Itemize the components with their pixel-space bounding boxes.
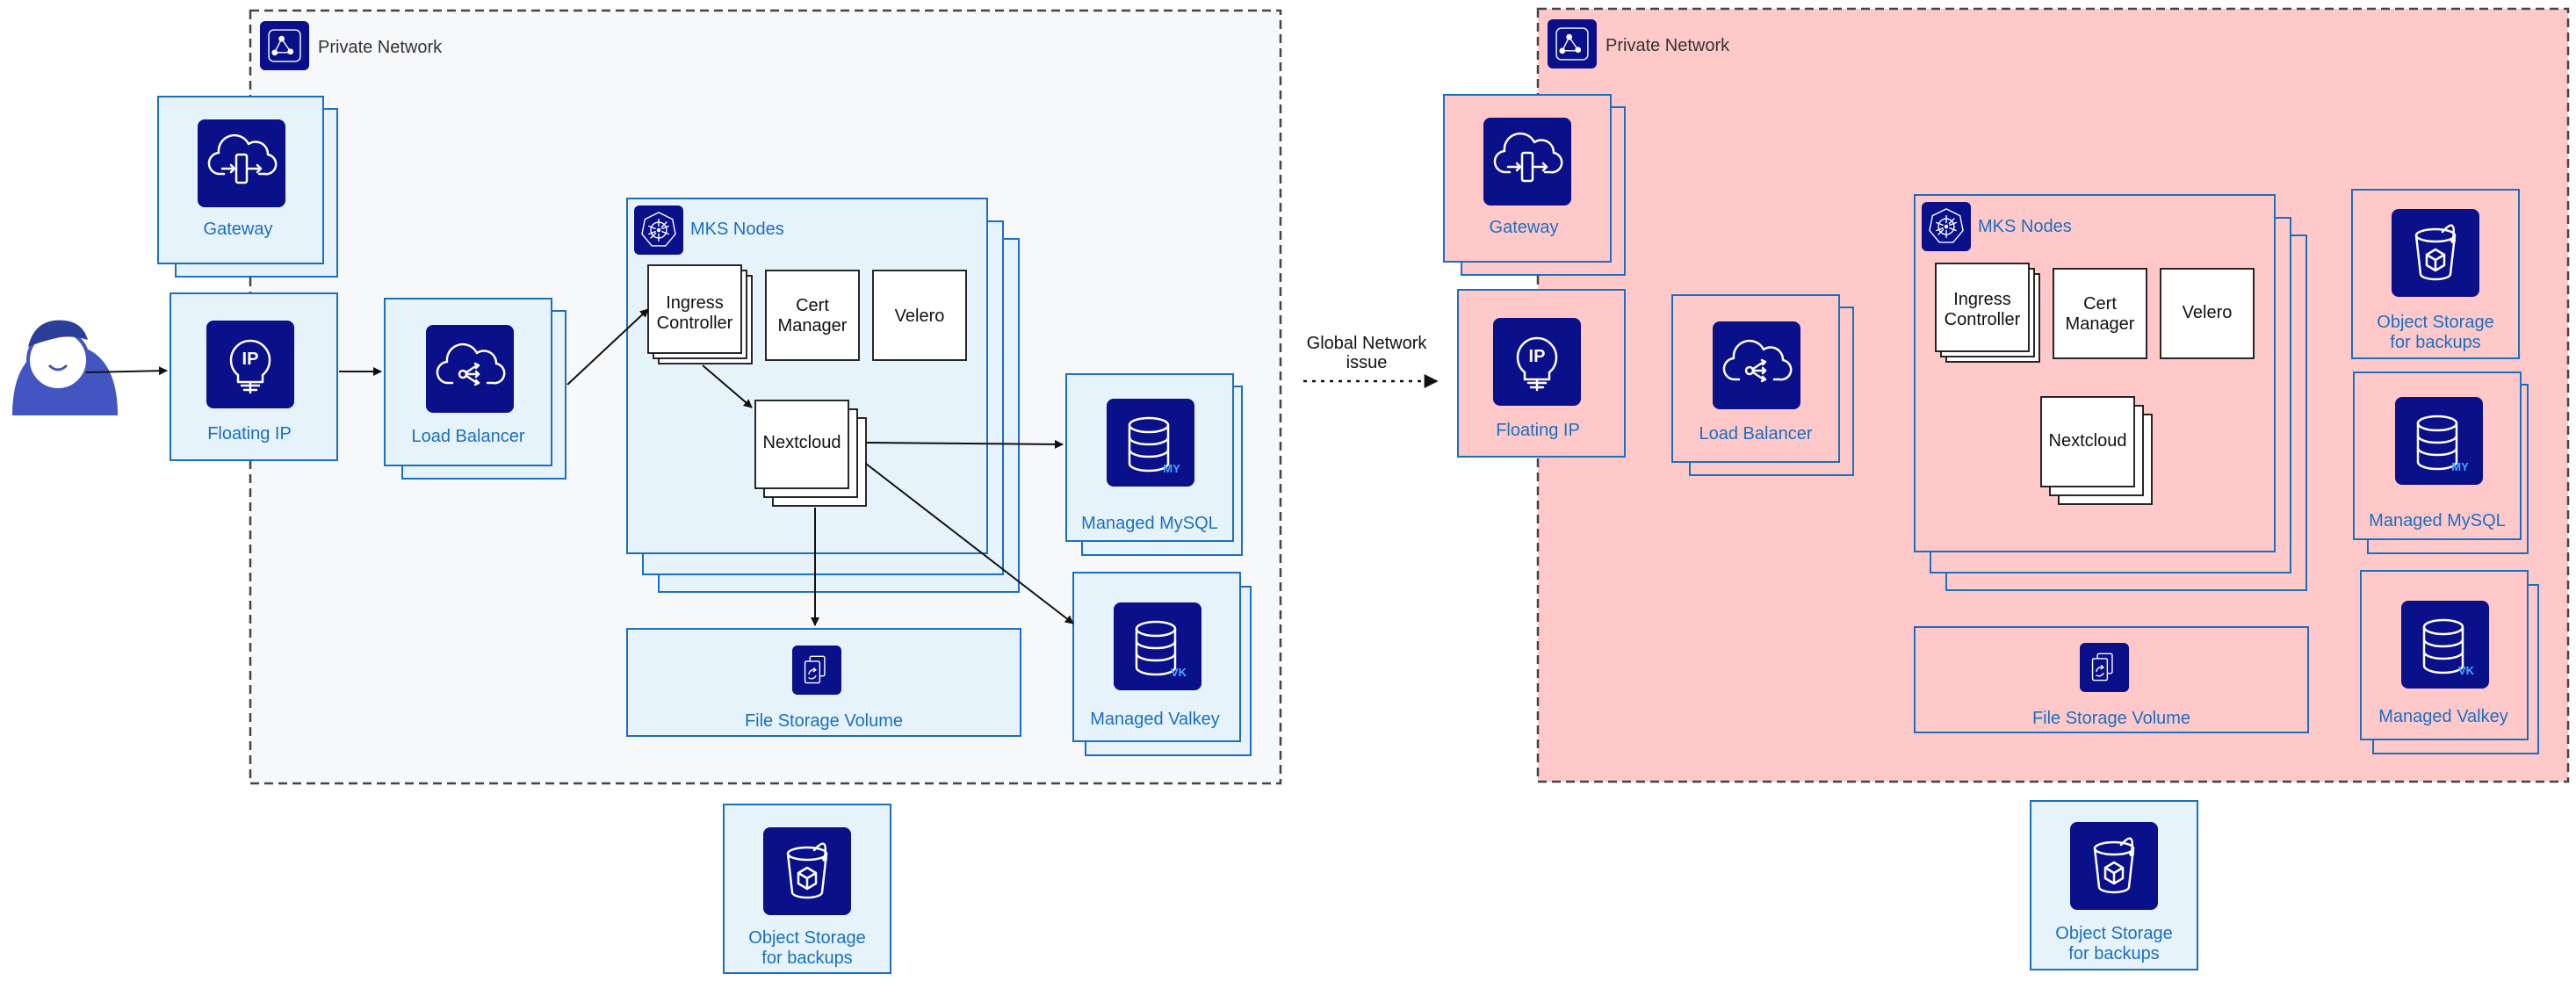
database-vk-icon: VK <box>1114 602 1201 690</box>
gateway-box[interactable]: Gateway <box>157 96 338 278</box>
floating-ip-box[interactable]: Floating IP <box>170 292 338 461</box>
floating-ip-box[interactable]: Floating IP <box>1457 289 1626 458</box>
managed-mysql-label: Managed MySQL <box>1081 514 1218 533</box>
cert-label-line2: Manager <box>778 316 848 335</box>
left-scene: Private Network Gateway Floating <box>12 9 1282 974</box>
gateway-label: Gateway <box>204 220 273 239</box>
gateway-label: Gateway <box>1490 218 1559 237</box>
nextcloud-label: Nextcloud <box>2049 431 2127 451</box>
arrow-nextcloud-to-valkey <box>865 463 1074 624</box>
floating-ip-label: Floating IP <box>207 424 292 444</box>
velero-box[interactable]: Velero <box>2160 268 2255 359</box>
object-storage-label-line2: for backups <box>761 949 852 968</box>
issue-label-line2: issue <box>1346 353 1388 372</box>
file-storage-volume-box[interactable]: File Storage Volume <box>1914 626 2309 733</box>
load-balancer-label: Load Balancer <box>412 427 525 446</box>
load-balancer-label: Load Balancer <box>1699 424 1813 444</box>
cert-manager-box[interactable]: Cert Manager <box>765 270 860 361</box>
kubernetes-wheel-icon <box>634 206 683 255</box>
object-storage-box[interactable]: Object Storage for backups <box>2030 800 2198 970</box>
private-network-label: Private Network <box>1605 36 1730 55</box>
svg-text:MY: MY <box>1163 462 1180 475</box>
object-storage-box[interactable]: Object Storage for backups <box>723 804 891 974</box>
nextcloud-box[interactable]: Nextcloud <box>754 400 867 507</box>
bucket-icon <box>2392 209 2479 297</box>
file-copy-icon <box>792 646 841 695</box>
svg-text:VK: VK <box>1171 666 1187 679</box>
nextcloud-label: Nextcloud <box>763 433 841 452</box>
object-storage-inner-label-line2: for backups <box>2390 333 2480 352</box>
bucket-icon <box>2070 822 2158 910</box>
gateway-box[interactable]: Gateway <box>1443 94 1626 276</box>
ingress-label-line2: Controller <box>657 314 733 333</box>
issue-label-line1: Global Network <box>1307 334 1428 353</box>
object-storage-inner-label-line1: Object Storage <box>2377 313 2493 332</box>
global-network-issue: Global Network issue <box>1303 334 1439 388</box>
arrow-ingress-to-nextcloud <box>702 364 753 408</box>
cert-label-line1: Cert <box>796 296 829 315</box>
managed-valkey-label: Managed Valkey <box>1090 710 1220 729</box>
cert-manager-box[interactable]: Cert Manager <box>2053 268 2147 359</box>
database-my-icon: MY <box>2395 397 2483 485</box>
managed-valkey-box[interactable]: VK Managed Valkey <box>1072 572 1252 756</box>
managed-mysql-label: Managed MySQL <box>2369 511 2506 530</box>
cert-label-line1: Cert <box>2083 294 2117 314</box>
cloud-gateway-icon <box>1483 118 1571 206</box>
file-storage-volume-box[interactable]: File Storage Volume <box>626 628 1021 737</box>
cloud-balancer-icon <box>426 325 514 413</box>
connectors-left <box>85 308 1074 626</box>
database-vk-icon: VK <box>2401 601 2489 689</box>
right-scene: Private Network Gateway Floating IP <box>1443 7 2570 970</box>
arrow-nextcloud-to-mysql <box>865 439 1064 449</box>
ip-bulb-icon <box>206 321 294 408</box>
managed-valkey-label: Managed Valkey <box>2378 707 2508 726</box>
object-storage-label-line1: Object Storage <box>2055 924 2172 943</box>
nextcloud-box[interactable]: Nextcloud <box>2040 396 2153 505</box>
file-storage-label: File Storage Volume <box>2032 709 2190 728</box>
svg-text:VK: VK <box>2458 664 2475 677</box>
floating-ip-label: Floating IP <box>1496 421 1580 440</box>
private-network-label: Private Network <box>318 38 443 57</box>
ingress-controller-box[interactable]: Ingress Controller <box>647 264 753 364</box>
load-balancer-box[interactable]: Load Balancer <box>384 298 566 480</box>
velero-label: Velero <box>895 307 945 326</box>
velero-box[interactable]: Velero <box>872 270 967 361</box>
object-storage-inner-box[interactable]: Object Storage for backups <box>2351 189 2520 359</box>
mks-nodes-cluster[interactable]: MKS Nodes <box>626 198 1020 593</box>
load-balancer-box[interactable]: Load Balancer <box>1671 294 1854 476</box>
ingress-controller-box[interactable]: Ingress Controller <box>1935 263 2040 363</box>
cloud-balancer-icon <box>1713 321 1800 409</box>
mks-nodes-label: MKS Nodes <box>690 220 784 239</box>
managed-mysql-box[interactable]: MY Managed MySQL <box>1065 373 1243 556</box>
ingress-label-line1: Ingress <box>1953 290 2011 309</box>
user-avatar-icon <box>12 320 118 415</box>
cloud-gateway-icon <box>198 119 285 207</box>
file-copy-icon <box>2080 643 2129 692</box>
arrow-user-to-floating-ip <box>85 366 168 376</box>
object-storage-label-line1: Object Storage <box>748 928 865 948</box>
svg-text:MY: MY <box>2451 460 2469 473</box>
ip-bulb-icon <box>1493 318 1581 406</box>
kubernetes-wheel-icon <box>1922 202 1971 251</box>
ingress-label-line1: Ingress <box>666 293 724 313</box>
file-storage-label: File Storage Volume <box>745 711 903 731</box>
arrow-load-balancer-to-ingress <box>566 308 649 386</box>
bucket-icon <box>763 827 851 915</box>
managed-mysql-box[interactable]: MY Managed MySQL <box>2353 371 2529 554</box>
database-my-icon: MY <box>1107 399 1194 487</box>
ingress-label-line2: Controller <box>1945 310 2021 329</box>
cert-label-line2: Manager <box>2066 314 2135 334</box>
managed-valkey-box[interactable]: VK Managed Valkey <box>2360 570 2539 754</box>
mks-nodes-cluster[interactable]: MKS Nodes <box>1914 194 2307 591</box>
network-icon <box>260 21 309 70</box>
network-icon <box>1548 19 1597 69</box>
mks-nodes-label: MKS Nodes <box>1978 217 2072 236</box>
object-storage-label-line2: for backups <box>2068 944 2159 963</box>
velero-label: Velero <box>2183 303 2233 322</box>
